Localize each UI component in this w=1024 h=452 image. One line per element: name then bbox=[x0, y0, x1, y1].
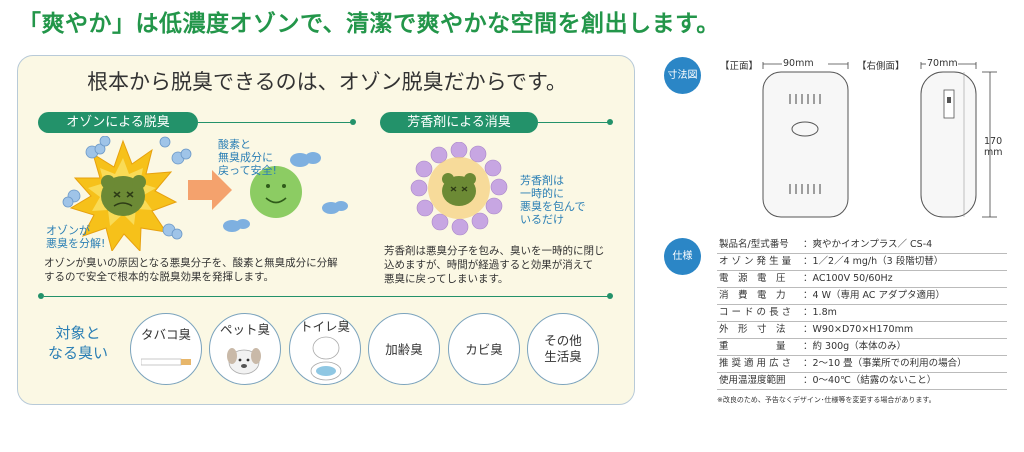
odor-item-aging: 加齢臭 bbox=[368, 313, 440, 385]
ozone-explainer-panel: 根本から脱臭できるのは、オゾン脱臭だからです。 オゾンによる脱臭 芳香剤による消… bbox=[17, 55, 635, 405]
spec-row: 外 形 寸 法 ：W90×D70×H170mm bbox=[717, 322, 1007, 339]
ozone-description: オゾンが臭いの原因となる悪臭分子を、酸素と無臭成分に分解 するので安全で根本的な… bbox=[44, 256, 338, 284]
fragrance-molecule-ring-icon bbox=[410, 142, 508, 236]
ozone-caption-line: 戻って安全! bbox=[218, 164, 277, 177]
odor-item-label: 加齢臭 bbox=[385, 342, 423, 357]
odor-item-mold: カビ臭 bbox=[448, 313, 520, 385]
divider-dot-left bbox=[38, 293, 44, 299]
spec-row: 重 量 ：約 300g（本体のみ） bbox=[717, 339, 1007, 356]
spec-key: 重 量 bbox=[719, 341, 786, 352]
odor-item-label: カビ臭 bbox=[465, 342, 503, 357]
ozone-molecule-icons bbox=[62, 136, 192, 240]
spec-value: ：0〜40℃（結露のないこと） bbox=[803, 375, 937, 386]
spec-row: 消 費 電 力 ：4 W（専用 AC アダプタ適用） bbox=[717, 288, 1007, 305]
spec-key: 使用温湿度範囲 bbox=[719, 375, 786, 386]
spec-row: 推 奨 適 用 広 さ ：2〜10 畳（事業所での利用の場合） bbox=[717, 356, 1007, 373]
spec-key: オ ゾ ン 発 生 量 bbox=[719, 256, 792, 267]
spec-row: 使用温湿度範囲 ：0〜40℃（結露のないこと） bbox=[717, 373, 1007, 390]
fragrance-caption-line: 芳香剤は bbox=[520, 174, 564, 187]
panel-title: 根本から脱臭できるのは、オゾン脱臭だからです。 bbox=[87, 70, 567, 94]
odor-item-toilet: トイレ臭 bbox=[289, 313, 361, 385]
ozone-header-rule bbox=[198, 122, 353, 123]
fragrance-description-line: 悪臭に戻ってしまいます。 bbox=[384, 273, 509, 285]
clean-molecule-icon bbox=[250, 166, 302, 218]
odor-item-other: その他 生活臭 bbox=[527, 313, 599, 385]
odor-item-label: トイレ臭 bbox=[299, 319, 350, 334]
fragrance-description-line: 込めますが、時間が経過すると効果が消えて bbox=[384, 259, 594, 271]
ozone-description-line: オゾンが臭いの原因となる悪臭分子を、酸素と無臭成分に分解 bbox=[44, 257, 338, 269]
fragrance-caption: 芳香剤は 一時的に 悪臭を包んで いるだけ bbox=[520, 174, 585, 226]
spec-key: 外 形 寸 法 bbox=[719, 324, 786, 335]
dimensions-badge: 寸法図 bbox=[664, 57, 701, 94]
arrow-right-icon bbox=[188, 170, 232, 210]
fragrance-caption-line: 悪臭を包んで bbox=[520, 200, 586, 213]
side-view-label: 【右側面】 bbox=[857, 61, 905, 72]
spec-footnote: ※改良のため、予告なくデザイン･仕様等を変更する場合があります。 bbox=[717, 396, 936, 404]
trapped-odor-icon bbox=[442, 173, 476, 206]
target-odors-label-line: 対象と bbox=[55, 324, 101, 342]
fragrance-section-label: 芳香剤による消臭 bbox=[380, 112, 538, 133]
front-width-label: 90mm bbox=[783, 58, 814, 69]
ozone-header-dot bbox=[350, 119, 356, 125]
spec-value: ：爽やかイオンプラス／ CS-4 bbox=[803, 239, 933, 250]
spec-key: コ ー ド の 長 さ bbox=[719, 307, 792, 318]
ozone-caption-line: 悪臭を分解! bbox=[46, 237, 106, 250]
fragrance-illustration bbox=[410, 142, 508, 236]
fragrance-header-rule bbox=[538, 122, 610, 123]
ozone-illustration bbox=[62, 136, 348, 251]
height-label: 170 mm bbox=[984, 136, 1003, 158]
device-front-icon bbox=[762, 71, 849, 218]
spec-key: 電 源 電 圧 bbox=[719, 273, 786, 284]
ozone-section-label: オゾンによる脱臭 bbox=[38, 112, 198, 133]
spec-row: コ ー ド の 長 さ ：1.8m bbox=[717, 305, 1007, 322]
specs-badge: 仕様 bbox=[664, 238, 701, 275]
device-side-icon bbox=[920, 71, 977, 218]
headline: 「爽やか」は低濃度オゾンで、清潔で爽やかな空間を創出します。 bbox=[18, 10, 720, 37]
odor-item-label: タバコ臭 bbox=[140, 327, 191, 342]
divider-dot-right bbox=[607, 293, 613, 299]
odor-item-label: その他 生活臭 bbox=[544, 333, 582, 364]
target-odors-label-line: なる臭い bbox=[48, 344, 109, 362]
oxygen-icons bbox=[223, 152, 348, 232]
spec-value: ：4 W（専用 AC アダプタ適用） bbox=[803, 290, 945, 301]
fragrance-description: 芳香剤は悪臭分子を包み、臭いを一時的に閉じ 込めますが、時間が経過すると効果が消… bbox=[384, 244, 605, 286]
spec-row: オ ゾ ン 発 生 量 ：1／2／4 mg/h（3 段階切替） bbox=[717, 254, 1007, 271]
section-divider bbox=[44, 296, 610, 297]
spec-value: ：1／2／4 mg/h（3 段階切替） bbox=[803, 256, 944, 267]
target-odors-label: 対象と なる臭い bbox=[48, 323, 108, 363]
spec-row: 製品名/型式番号 ：爽やかイオンプラス／ CS-4 bbox=[717, 237, 1007, 254]
cigarette-icon bbox=[141, 358, 191, 366]
side-width-label: 70mm bbox=[927, 58, 958, 69]
spec-value: ：約 300g（本体のみ） bbox=[803, 341, 907, 352]
ozone-description-line: するので安全で根本的な脱臭効果を発揮します。 bbox=[44, 271, 274, 283]
spec-value: ：2〜10 畳（事業所での利用の場合） bbox=[803, 358, 967, 369]
spec-key: 推 奨 適 用 広 さ bbox=[719, 358, 792, 369]
fragrance-header-dot bbox=[607, 119, 613, 125]
spec-row: 電 源 電 圧 ：AC100V 50/60Hz bbox=[717, 271, 1007, 288]
spec-key: 製品名/型式番号 bbox=[719, 239, 789, 250]
spec-key: 消 費 電 力 bbox=[719, 290, 786, 301]
front-view-label: 【正面】 bbox=[720, 61, 759, 72]
dimension-drawing bbox=[762, 62, 997, 218]
ozone-caption-left: オゾンが 悪臭を分解! bbox=[46, 224, 105, 250]
toilet-icon bbox=[310, 336, 342, 381]
spec-value: ：1.8m bbox=[803, 307, 837, 318]
ozone-caption-line: オゾンが bbox=[46, 224, 90, 237]
fragrance-description-line: 芳香剤は悪臭分子を包み、臭いを一時的に閉じ bbox=[384, 245, 605, 257]
odor-molecule-icon bbox=[101, 175, 146, 216]
ozone-caption-line: 無臭成分に bbox=[218, 151, 273, 164]
fragrance-caption-line: 一時的に bbox=[520, 187, 564, 200]
specs-table: 製品名/型式番号 ：爽やかイオンプラス／ CS-4 オ ゾ ン 発 生 量 ：1／2… bbox=[717, 237, 1007, 405]
ozone-caption-line: 酸素と bbox=[218, 138, 251, 151]
odor-item-tobacco: タバコ臭 bbox=[130, 313, 202, 385]
spec-value: ：AC100V 50/60Hz bbox=[803, 273, 893, 284]
dog-icon bbox=[227, 348, 261, 375]
fragrance-caption-line: いるだけ bbox=[520, 213, 564, 226]
ozone-caption-right: 酸素と 無臭成分に 戻って安全! bbox=[218, 138, 277, 177]
odor-item-label: ペット臭 bbox=[219, 322, 270, 337]
odor-item-pet: ペット臭 bbox=[209, 313, 281, 385]
spec-value: ：W90×D70×H170mm bbox=[803, 324, 914, 335]
